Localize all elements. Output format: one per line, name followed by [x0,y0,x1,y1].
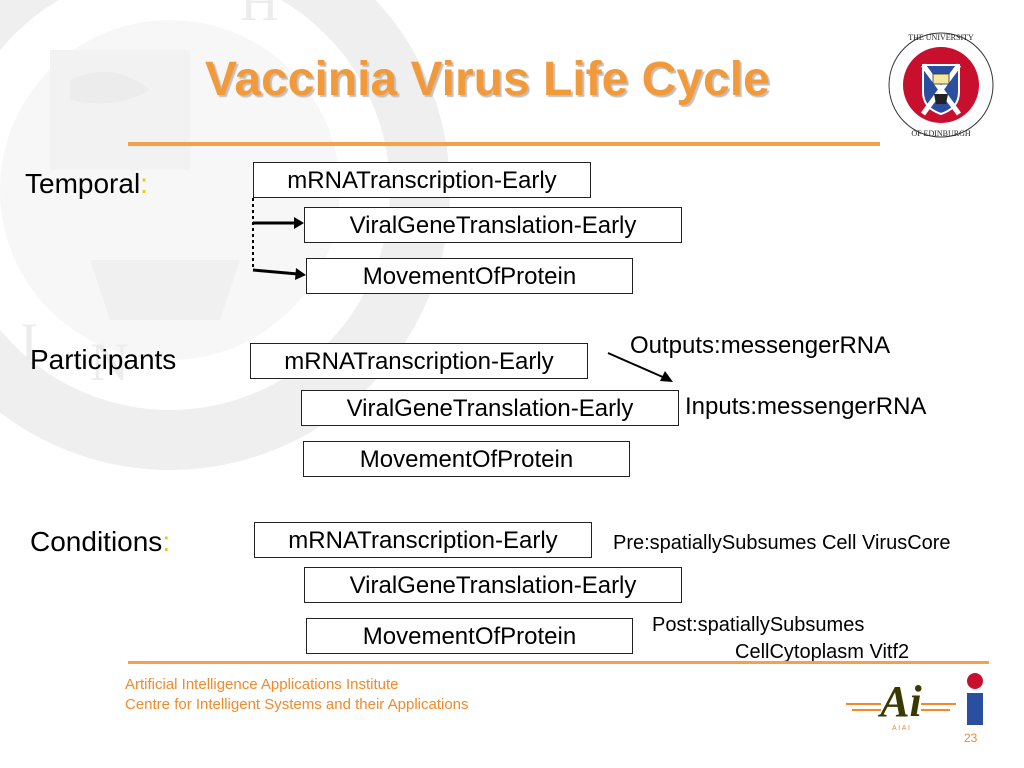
conditions-label: Conditions: [30,526,171,557]
footer-line2: Centre for Intelligent Systems and their… [125,696,469,713]
temporal-box-movement: MovementOfProtein [306,258,633,294]
outputs-note: Outputs:messengerRNA [630,332,891,359]
svg-text:H: H [240,0,279,32]
svg-text:A I A I: A I A I [892,725,910,732]
aiai-text: Ai [877,677,922,726]
crest-text: THE UNIVERSITY [908,33,974,42]
info-i-logo-icon [967,673,983,725]
conditions-box-mrna: mRNATranscription-Early [254,522,592,558]
temporal-label: Temporal: [25,168,148,199]
participants-box-translation: ViralGeneTranslation-Early [301,390,679,426]
temporal-box-mrna: mRNATranscription-Early [253,162,591,198]
svg-text:N: N [90,332,129,392]
slide-title: Vaccinia Virus Life Cycle [205,53,770,106]
footer-line1: Artificial Intelligence Applications Ins… [125,676,399,693]
participants-box-movement: MovementOfProtein [303,441,630,477]
footer-divider [128,661,989,664]
temporal-box-translation: ViralGeneTranslation-Early [304,207,682,243]
conditions-box-movement: MovementOfProtein [306,618,633,654]
conditions-box-translation: ViralGeneTranslation-Early [304,567,682,603]
postcondition-note-line2: CellCytoplasm Vitf2 [735,641,910,663]
university-crest-icon: THE UNIVERSITY OF EDINBURGH [888,32,994,138]
participants-box-mrna: mRNATranscription-Early [250,343,588,379]
aiai-logo-icon: Ai A I A I [846,677,956,732]
precondition-note: Pre:spatiallySubsumes Cell VirusCore [613,532,951,554]
inputs-note: Inputs:messengerRNA [685,393,927,420]
participants-label: Participants [30,344,177,375]
postcondition-note-line1: Post:spatiallySubsumes [652,614,865,636]
page-number: 23 [964,731,978,745]
svg-text:OF EDINBURGH: OF EDINBURGH [911,129,971,138]
svg-text:I: I [20,312,38,372]
title-divider [128,142,880,146]
